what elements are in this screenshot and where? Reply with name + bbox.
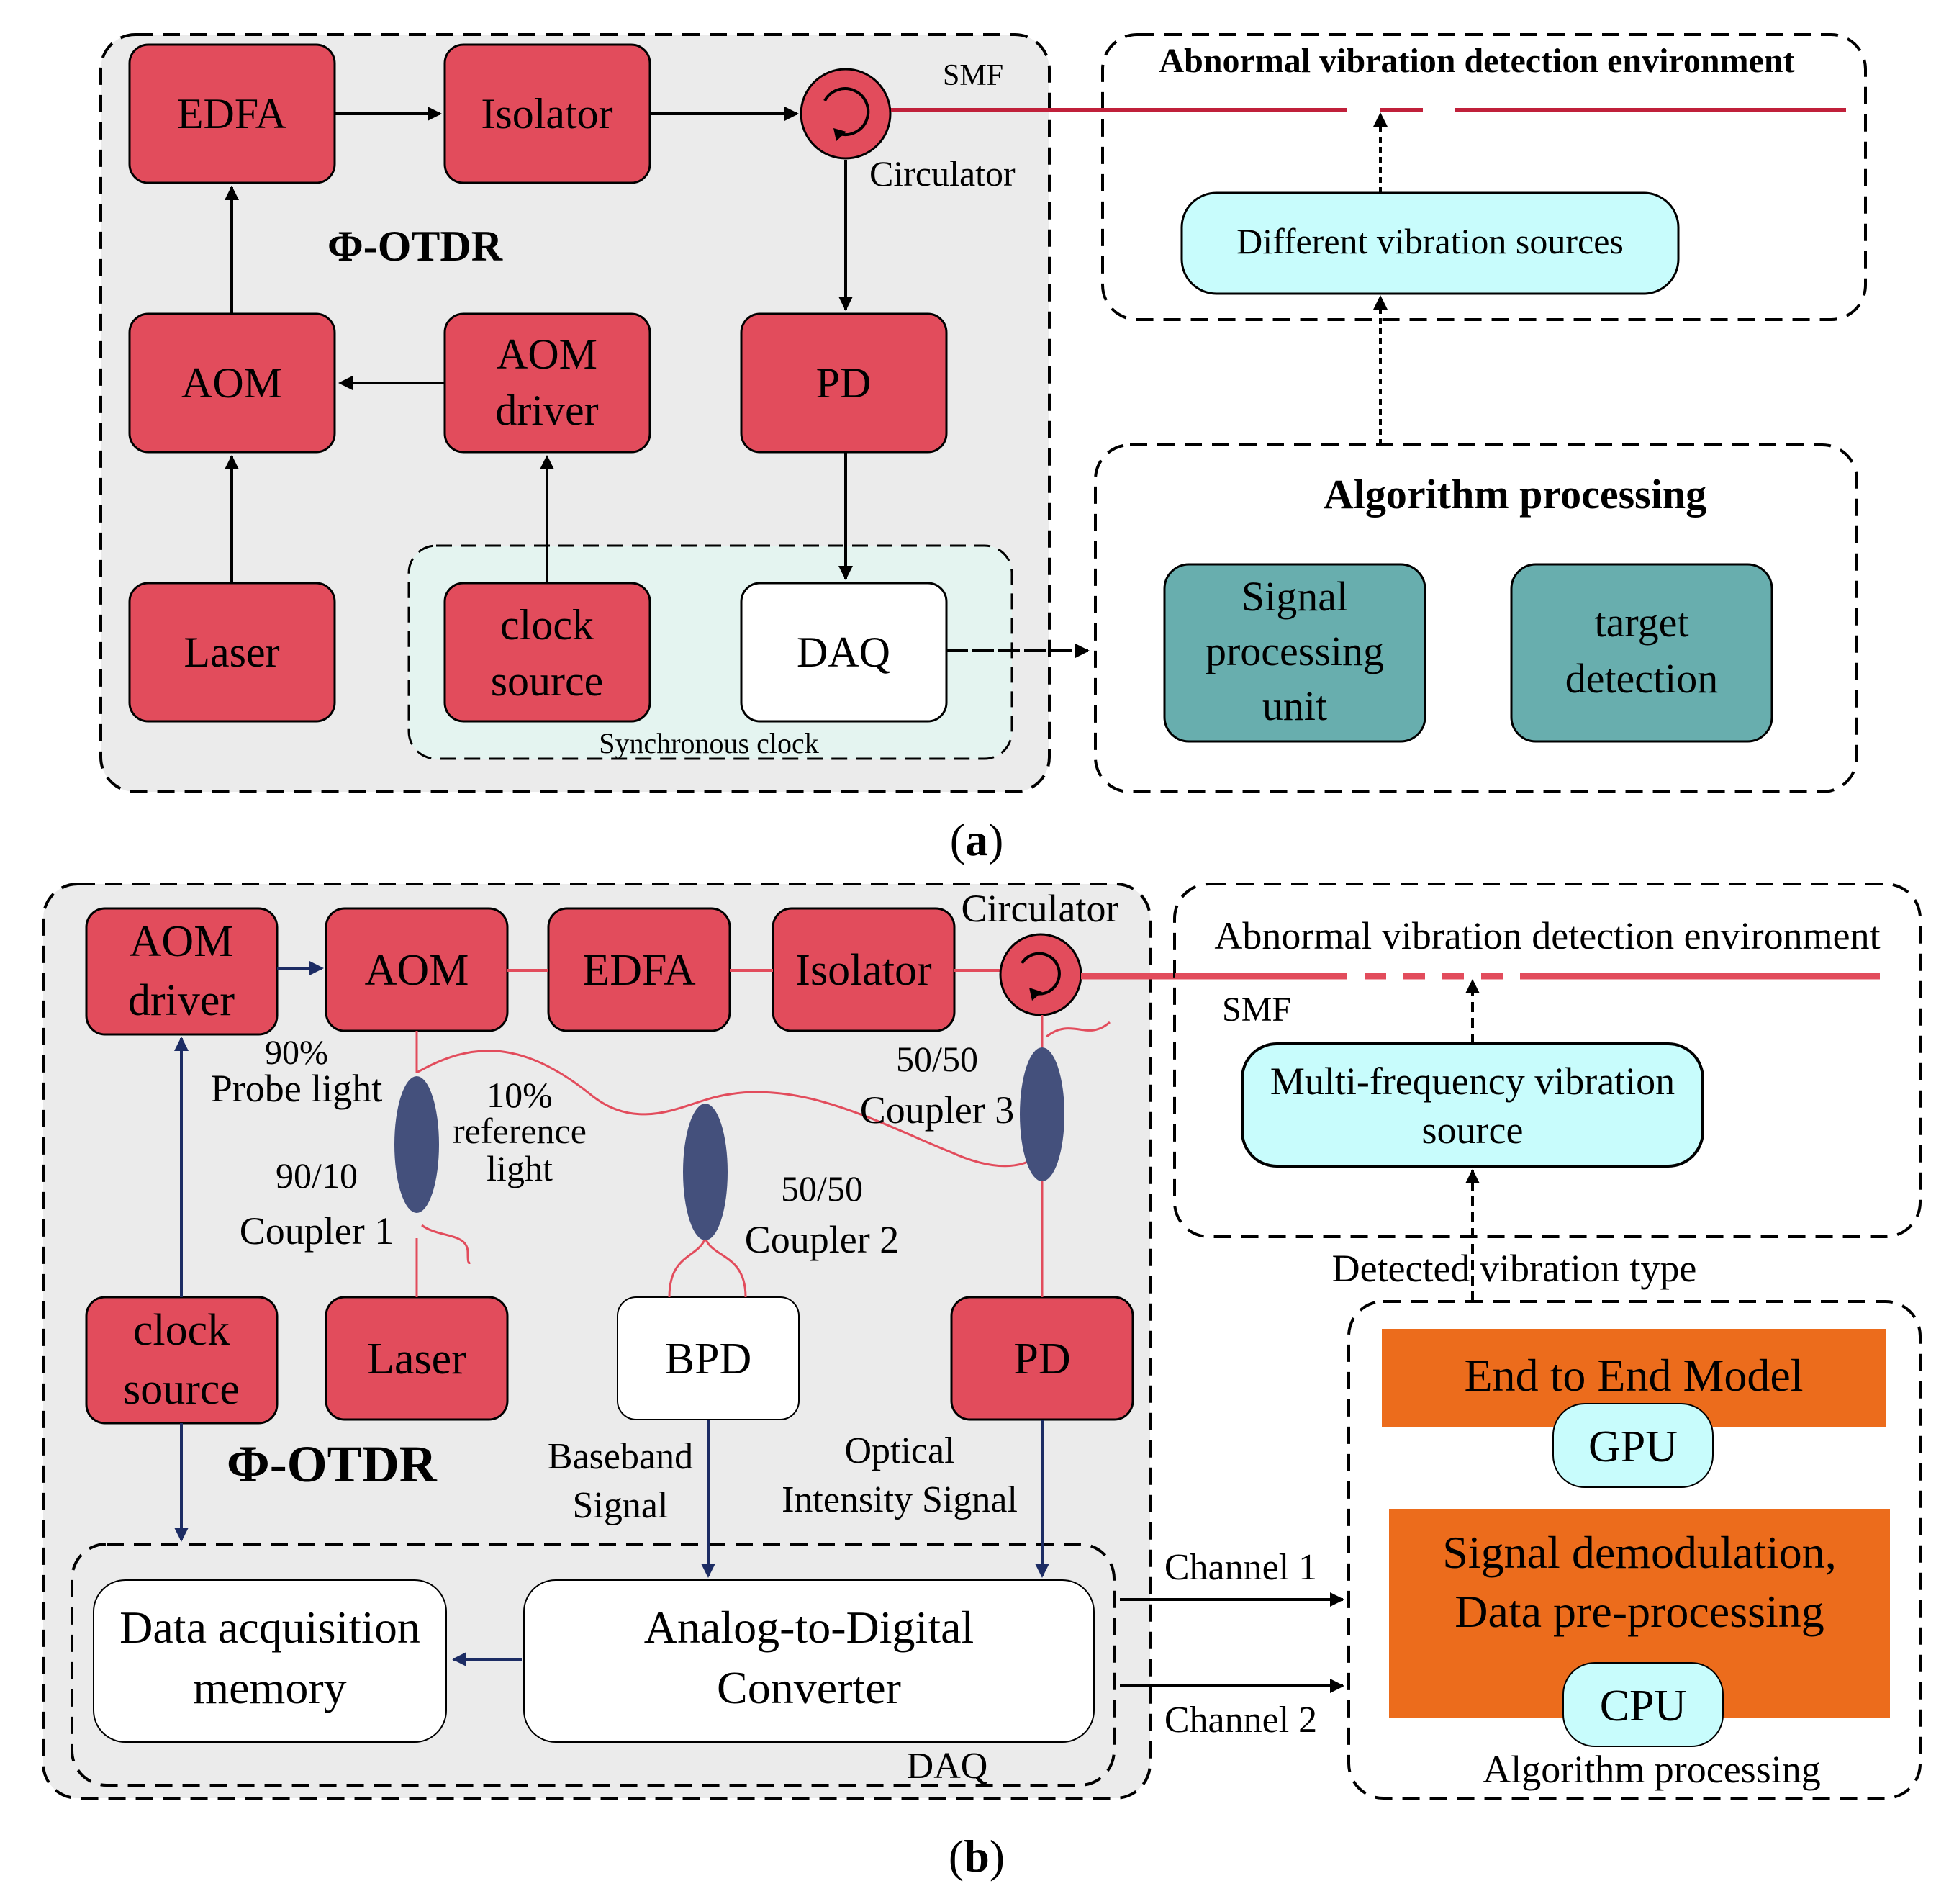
aom-label-a: AOM (181, 359, 282, 407)
smf-label-a: SMF (943, 59, 1003, 92)
clock-label-a-2: source (491, 657, 604, 705)
vibration-sources-label: Different vibration sources (1236, 221, 1624, 261)
ref-line1: reference (453, 1111, 587, 1151)
vibration-sources-box (1180, 191, 1680, 295)
baseband-line2: Signal (573, 1485, 669, 1526)
aom-driver-label-a-1: AOM (497, 330, 597, 378)
clock-label-b-1: clock (133, 1306, 230, 1355)
end-to-end-label: End to End Model (1464, 1350, 1803, 1401)
aom-driver-block-b (85, 907, 279, 1036)
memory-label-1: Data acquisition (119, 1602, 420, 1653)
pd-label-a: PD (816, 359, 872, 407)
daq-memory-block (93, 1579, 447, 1743)
coupler2-ratio: 50/50 (781, 1168, 863, 1209)
target-label-2: detection (1565, 655, 1719, 702)
daq-label-b: DAQ (907, 1746, 988, 1787)
signal-unit-label-2: processing (1206, 628, 1384, 674)
smf-label-b: SMF (1222, 991, 1291, 1029)
target-label-1: target (1595, 599, 1689, 646)
aom-driver-label-b-2: driver (128, 976, 235, 1025)
laser-label-a: Laser (184, 628, 279, 676)
detected-type-label: Detected vibration type (1332, 1247, 1697, 1290)
isolator-label-a: Isolator (481, 90, 612, 137)
cpu-box (1562, 1662, 1724, 1747)
edfa-label-b: EDFA (582, 946, 696, 995)
ref-pct: 10% (487, 1075, 553, 1115)
multi-source-label-2: source (1422, 1109, 1524, 1152)
ref-line2: light (487, 1148, 553, 1188)
circulator-label-b: Circulator (962, 887, 1119, 930)
optical-line1: Optical (844, 1430, 954, 1471)
probe-pct: 90% (265, 1034, 328, 1072)
isolator-label-b: Isolator (795, 946, 932, 995)
sync-clock-label: Synchronous clock (599, 727, 819, 759)
fiber-coupler2-bpd-left (668, 1237, 707, 1298)
coupler3-ratio: 50/50 (896, 1039, 978, 1079)
environment-title-b: Abnormal vibration detection environment (1214, 914, 1880, 957)
circulator-label-a: Circulator (869, 153, 1016, 194)
adc-label-2: Converter (717, 1662, 901, 1713)
demod-label-1: Signal demodulation, (1442, 1527, 1837, 1578)
circulator-icon-a (800, 68, 892, 160)
clock-label-b-2: source (123, 1365, 240, 1414)
multi-source-label-1: Multi-frequency vibration (1270, 1060, 1675, 1103)
caption-a: (a) (950, 814, 1004, 865)
fiber-circulator-tail (1046, 1021, 1111, 1038)
optical-line2: Intensity Signal (782, 1479, 1018, 1520)
channel2-label: Channel 2 (1164, 1700, 1317, 1741)
bpd-label: BPD (665, 1335, 752, 1384)
pd-label-b: PD (1013, 1335, 1070, 1384)
pd-block-a (740, 312, 948, 454)
fiber-coupler1-tail (421, 1224, 471, 1265)
otdr-title-a: Φ-OTDR (327, 222, 503, 270)
adc-block (523, 1579, 1095, 1743)
baseband-line1: Baseband (548, 1436, 693, 1477)
algorithm-label-b: Algorithm processing (1483, 1748, 1820, 1791)
caption-b: (b) (949, 1831, 1005, 1882)
signal-unit-label-3: unit (1262, 682, 1327, 729)
algorithm-title-a: Algorithm processing (1324, 471, 1706, 518)
daq-label-a: DAQ (797, 628, 890, 676)
aom-driver-label-a-2: driver (495, 387, 598, 434)
target-detection-block (1510, 563, 1773, 743)
panel-a: EDFA Isolator AOM AOM driver PD Laser cl… (99, 33, 1867, 865)
environment-title-a: Abnormal vibration detection environment (1159, 42, 1794, 80)
cpu-label: CPU (1600, 1682, 1687, 1731)
coupler1-label: Coupler 1 (240, 1209, 394, 1253)
gpu-box (1552, 1403, 1714, 1488)
aom-driver-label-b-1: AOM (130, 917, 234, 966)
signal-processing-unit (1163, 563, 1426, 743)
fiber-coupler2-bpd-right (704, 1237, 747, 1298)
probe-label: Probe light (211, 1067, 383, 1110)
fiber-reference-curve (416, 1050, 1044, 1168)
clock-label-a-1: clock (500, 601, 594, 649)
coupler3 (1020, 1047, 1064, 1181)
coupler1-ratio: 90/10 (276, 1155, 358, 1196)
memory-label-2: memory (193, 1662, 346, 1713)
signal-unit-label-1: Signal (1241, 573, 1348, 620)
otdr-title-b: Φ-OTDR (227, 1435, 438, 1493)
panel-b: AOM driver AOM EDFA Isolator Circulator … (42, 883, 1922, 1882)
laser-label-b: Laser (367, 1335, 466, 1384)
edfa-label-a: EDFA (177, 90, 286, 137)
adc-label-1: Analog-to-Digital (644, 1602, 974, 1653)
demod-label-2: Data pre-processing (1455, 1586, 1824, 1637)
coupler3-label: Coupler 3 (860, 1088, 1014, 1132)
aom-label-b: AOM (365, 946, 469, 995)
channel1-label: Channel 1 (1164, 1547, 1317, 1588)
coupler1 (394, 1076, 439, 1213)
coupler2 (683, 1104, 728, 1240)
coupler2-label: Coupler 2 (745, 1218, 899, 1261)
circulator-icon-b (999, 933, 1082, 1016)
gpu-label: GPU (1588, 1422, 1678, 1471)
